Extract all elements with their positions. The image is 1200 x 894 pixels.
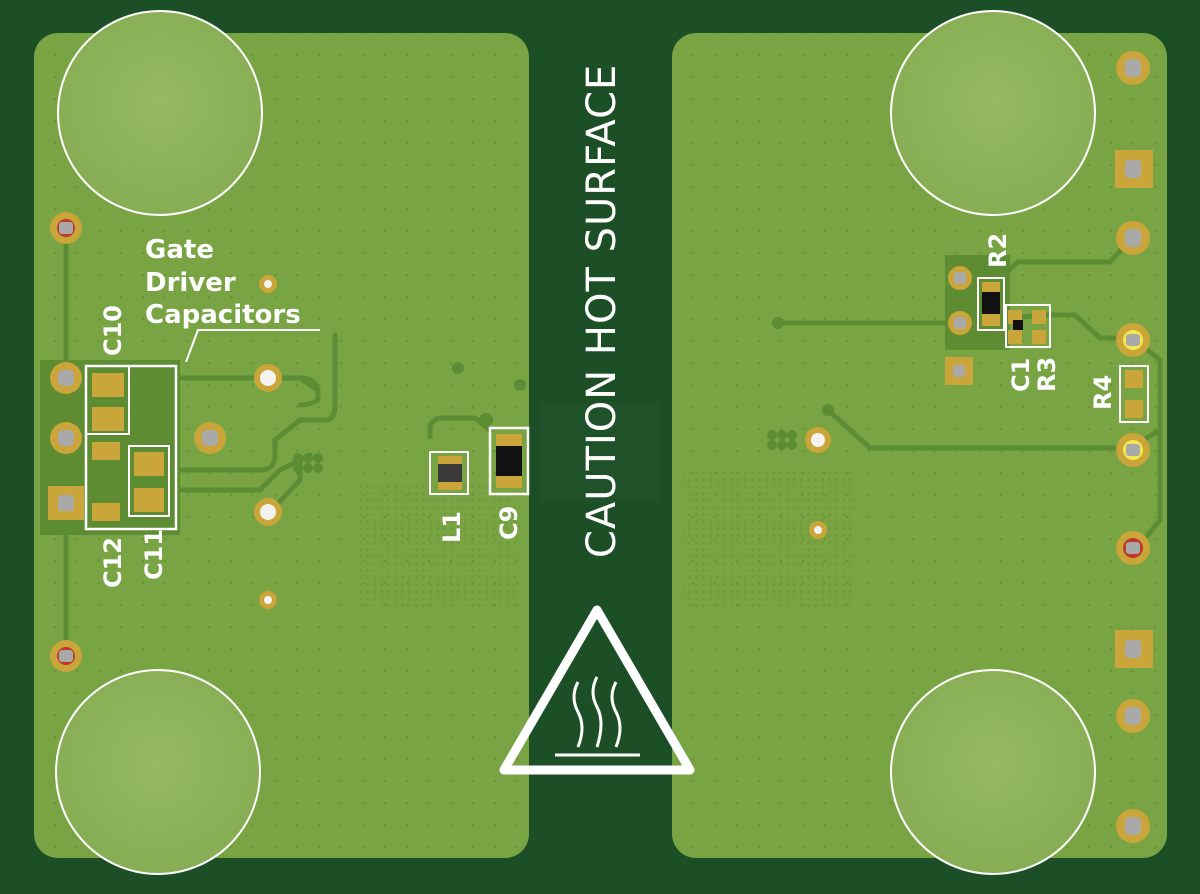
mounting-hole-bottom-left	[55, 669, 261, 875]
c9-label: C9	[495, 506, 523, 540]
hot-surface-warning-icon	[499, 605, 695, 775]
c11-label: C11	[140, 529, 168, 580]
capacitor-c1-r3	[1005, 304, 1051, 348]
left-via-field	[358, 485, 518, 610]
gate-driver-label-line2: Driver	[145, 268, 236, 298]
mounting-hole-top-left	[57, 10, 263, 216]
tht-pads-left	[48, 212, 526, 672]
mounting-hole-top-right	[890, 10, 1096, 216]
resistor-r2	[977, 277, 1005, 331]
gate-driver-label-line3: Capacitors	[145, 300, 301, 330]
inductor-l1	[429, 451, 469, 495]
resistor-r4	[1119, 365, 1149, 423]
l1-label: L1	[438, 511, 466, 543]
r4-label: R4	[1089, 375, 1117, 410]
mounting-hole-bottom-right	[890, 669, 1096, 875]
r3-label: R3	[1033, 357, 1061, 392]
c10-label: C10	[99, 305, 127, 356]
gate-driver-caps	[84, 329, 320, 531]
tht-pads-right	[767, 51, 1153, 843]
caution-text: CAUTION HOT SURFACE	[579, 64, 625, 558]
c12-label: C12	[99, 537, 127, 588]
r2-label: R2	[984, 233, 1012, 268]
c1-label: C1	[1007, 358, 1035, 392]
gate-driver-label-line1: Gate	[145, 235, 214, 265]
right-via-field	[682, 470, 852, 610]
capacitor-c9	[488, 426, 530, 496]
